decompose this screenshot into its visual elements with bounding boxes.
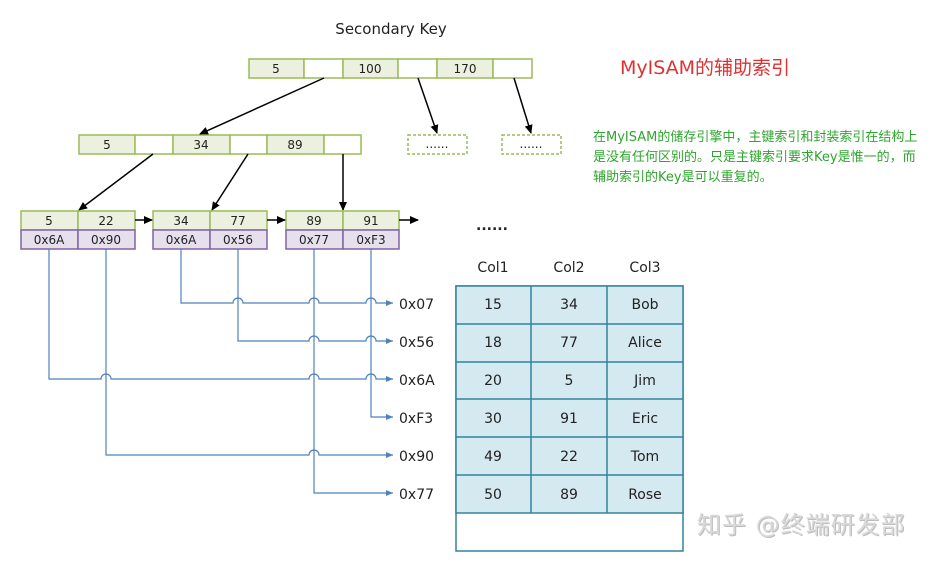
connector-line (370, 249, 393, 420)
note-body: 在MyISAM的储存引擎中，主键索引和封装索引在结构上是没有任何区别的。只是主键… (593, 130, 918, 185)
leaf-address: 0x90 (91, 233, 121, 247)
table-row: 50 89 Rose (484, 487, 662, 503)
table-cell: 89 (560, 487, 578, 503)
internal-key: 5 (103, 138, 111, 152)
root-key: 100 (359, 62, 382, 76)
table-cell: 5 (565, 373, 574, 389)
table-cell: Jim (633, 373, 656, 389)
root-pointer-cell (397, 58, 438, 79)
note-heading: MyISAM的辅助索引 (620, 57, 791, 79)
table-cell: 18 (484, 335, 502, 351)
root-pointer-cell (303, 58, 344, 79)
table-row: 49 22 Tom (484, 449, 659, 465)
column-header: Col2 (553, 260, 584, 276)
row-address: 0x6A (399, 373, 435, 389)
leaf-key: 77 (230, 214, 245, 228)
table-cell: 50 (484, 487, 502, 503)
row-address: 0x56 (399, 335, 434, 351)
table-cell: 77 (560, 335, 578, 351)
table-cell: 34 (560, 297, 578, 313)
table-cell: Rose (628, 487, 662, 503)
placeholder-box (407, 134, 468, 155)
watermark: 知乎 @终端研发部 (697, 511, 906, 539)
leaf-address: 0x56 (223, 233, 253, 247)
root-node: 5 100 170 (248, 58, 533, 79)
connector-line (105, 249, 393, 458)
more-ellipsis: ...... (476, 218, 508, 234)
root-pointer-cell (492, 58, 533, 79)
internal-pointer-cell (323, 134, 362, 155)
leaf-node: 34 77 0x6A 0x56 (152, 210, 268, 250)
placeholder-node: ...... (407, 134, 468, 155)
leaf-key: 22 (98, 214, 113, 228)
leaf-address: 0x77 (299, 233, 329, 247)
table-row: 30 91 Eric (484, 411, 658, 427)
internal-key: 34 (193, 138, 208, 152)
address-connectors (48, 249, 393, 496)
table-row: 18 77 Alice (484, 335, 662, 351)
tree-pointer-arrow (211, 153, 249, 211)
column-header: Col1 (477, 260, 508, 276)
placeholder-box (501, 134, 562, 155)
leaf-address: 0x6A (166, 233, 197, 247)
leaf-node: 5 22 0x6A 0x90 (20, 210, 136, 250)
leaf-address: 0x6A (34, 233, 65, 247)
table-row: 20 5 Jim (484, 373, 656, 389)
table-cell: 20 (484, 373, 502, 389)
row-address: 0x07 (399, 297, 434, 313)
root-key: 5 (272, 62, 280, 76)
placeholder-text: ...... (426, 137, 449, 151)
row-address: 0xF3 (399, 411, 433, 427)
table-row: 15 34 Bob (484, 297, 659, 313)
leaf-key: 34 (173, 214, 188, 228)
table-cell: Tom (630, 449, 659, 465)
tree-pointer-arrow (78, 153, 154, 211)
tree-pointer-arrow (199, 77, 325, 135)
table-cell: 22 (560, 449, 578, 465)
leaf-key: 89 (306, 214, 321, 228)
placeholder-node: ...... (501, 134, 562, 155)
table-cell: Bob (631, 297, 658, 313)
connector-line (48, 249, 393, 382)
placeholder-text: ...... (520, 137, 543, 151)
leaf-address: 0xF3 (356, 233, 385, 247)
column-header: Col3 (629, 260, 660, 276)
table-cell: Alice (628, 335, 662, 351)
connector-line (237, 249, 393, 344)
table-cell: 15 (484, 297, 502, 313)
table-cell: 49 (484, 449, 502, 465)
row-address: 0x77 (399, 487, 434, 503)
root-key: 170 (454, 62, 477, 76)
connector-line (313, 249, 393, 496)
row-address: 0x90 (399, 449, 434, 465)
connector-line (180, 249, 393, 306)
table-cell: Eric (632, 411, 658, 427)
table-cell: 30 (484, 411, 502, 427)
diagram-title: Secondary Key (335, 20, 447, 38)
tree-pointer-arrow (417, 77, 439, 134)
internal-pointer-cell (134, 134, 174, 155)
table-cell: 91 (560, 411, 578, 427)
data-table (455, 285, 684, 552)
leaf-key: 5 (45, 214, 53, 228)
internal-pointer-cell (229, 134, 268, 155)
leaf-node: 89 91 0x77 0xF3 (285, 210, 400, 250)
tree-pointer-arrow (513, 77, 533, 134)
leaf-key: 91 (363, 214, 378, 228)
internal-node: 5 34 89 (78, 134, 362, 155)
internal-key: 89 (287, 138, 302, 152)
